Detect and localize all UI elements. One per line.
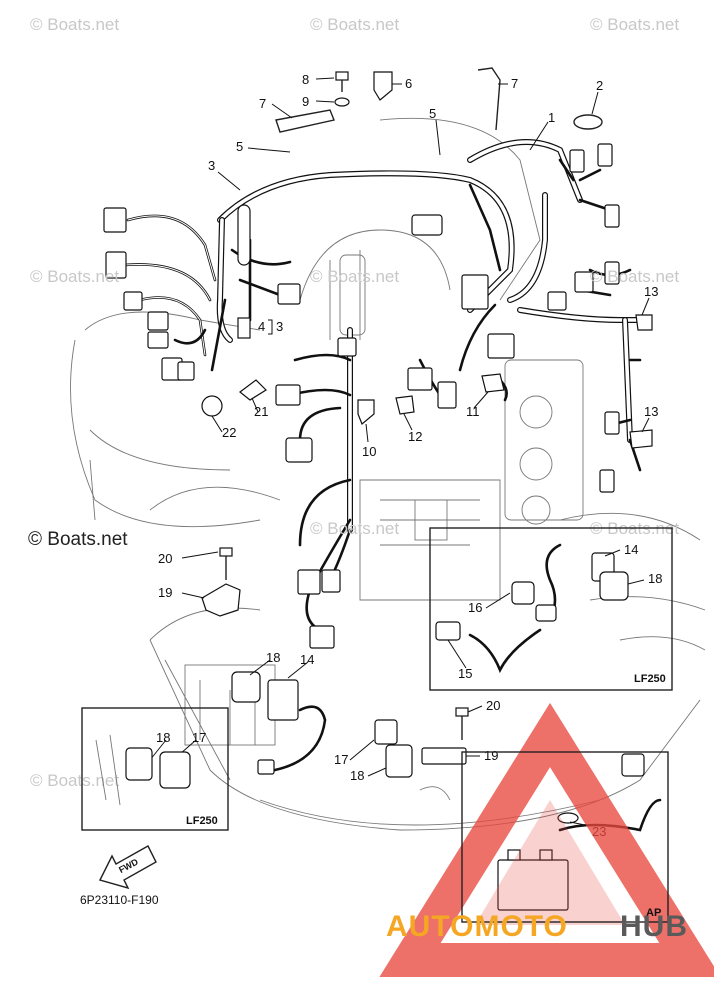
callout-number: 17 [334,752,348,767]
inset-label: AP [646,907,661,919]
callout-number: 6 [405,76,412,91]
watermark: © Boats.net [30,771,119,790]
callout-number: 3 [276,319,283,334]
inset-label: LF250 [634,673,666,685]
callout-number: 8 [302,72,309,87]
callout-number: 16 [468,600,482,615]
callout-number: 11 [466,404,480,419]
callout-number: 18 [350,768,364,783]
callout-number: 18 [266,650,280,665]
callout-number: 14 [300,652,314,667]
callout-number: 12 [408,429,422,444]
watermark: © Boats.net [30,267,119,286]
inset-label: LF250 [186,815,218,827]
callout-number: 7 [511,76,518,91]
callouts: 8 6 7 9 2 7 5 1 5 3 4 3 13 21 22 10 12 1… [156,72,662,839]
brand-text-primary: AUTOMOTO [386,910,568,943]
callout-number: 17 [192,730,206,745]
inset-lf250-right: LF250 [429,527,673,691]
watermark: © Boats.net [310,15,399,34]
engine-outline [70,117,706,831]
callout-number: 19 [158,585,172,600]
branch-wires [123,158,662,832]
callout-number: 19 [484,748,498,763]
watermark: © Boats.net [590,15,679,34]
inset-ap: AP [461,751,669,923]
callout-number: 3 [208,158,215,173]
callout-number: 2 [596,78,603,93]
callout-number: 20 [486,698,500,713]
watermark: © Boats.net [590,267,679,286]
hardware-parts [201,67,653,911]
brand-text-secondary: HUB [620,910,688,943]
callout-number: 20 [158,551,172,566]
main-harness [216,139,648,533]
inset-lf250-left: LF250 [81,707,229,831]
callout-number: 9 [302,94,309,109]
callout-number: 18 [156,730,170,745]
callout-number: 15 [458,666,472,681]
callout-number: 14 [624,542,638,557]
part-code: 6P23110-F190 [80,893,159,907]
callout-number: 5 [429,106,436,121]
callout-number: 10 [362,444,376,459]
watermarks: © Boats.net © Boats.net © Boats.net © Bo… [28,15,679,790]
fwd-arrow: FWD [98,845,157,890]
watermark-prominent: © Boats.net [28,529,128,550]
callout-number: 5 [236,139,243,154]
brand-logo [379,702,714,977]
brand-wordmark: AUTOMOTO HUB [386,910,688,943]
watermark: © Boats.net [310,267,399,286]
callout-number: 13 [644,404,658,419]
callout-number: 1 [548,110,555,125]
callout-number: 21 [254,404,268,419]
callout-number: 13 [644,284,658,299]
watermark: © Boats.net [30,15,119,34]
callout-number: 22 [222,425,236,440]
watermark: © Boats.net [310,519,399,538]
callout-number: 4 [258,319,265,334]
connectors [103,143,645,778]
callout-number: 18 [648,571,662,586]
callout-number: 7 [259,96,266,111]
